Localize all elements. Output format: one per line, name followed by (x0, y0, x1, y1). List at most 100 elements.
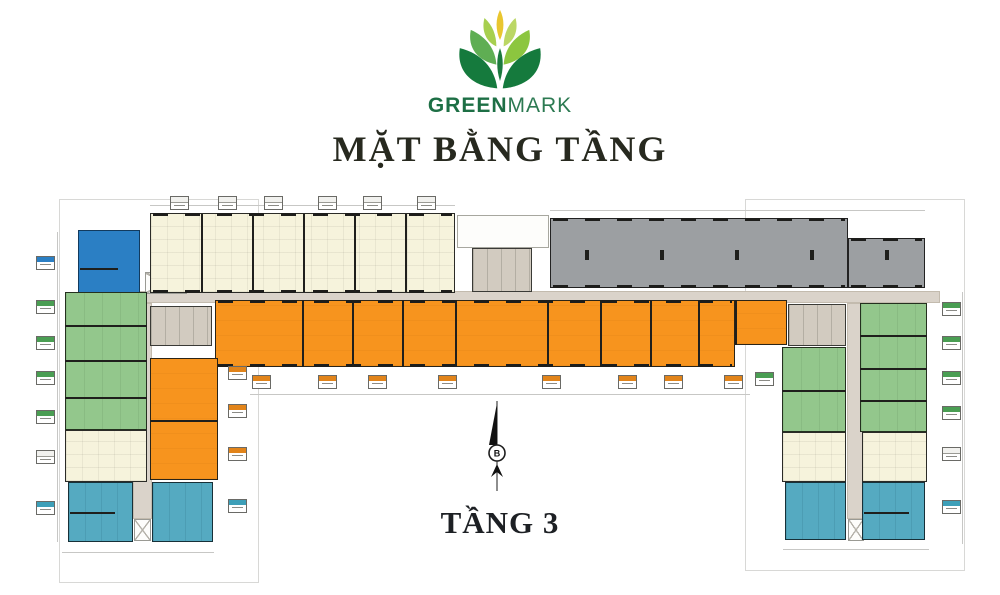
badge-area-value (37, 507, 54, 514)
badge-area-value (37, 377, 54, 384)
unit-area-badge (36, 410, 55, 424)
wall-divider (252, 214, 254, 292)
teal-unit-left-inner (152, 482, 213, 542)
badge-area-value (369, 381, 386, 388)
unit-area-badge (218, 196, 237, 210)
commercial-gray-step (848, 238, 925, 288)
wall-divider (65, 325, 147, 327)
unit-area-badge (264, 196, 283, 210)
stair-right-bottom (848, 519, 864, 541)
core-top (472, 248, 532, 292)
unit-area-badge (36, 371, 55, 385)
badge-color-header (229, 367, 246, 372)
badge-color-header (619, 376, 636, 381)
badge-color-header (37, 451, 54, 457)
core-left-wing (150, 306, 212, 346)
retail-strip-orange-end (735, 300, 787, 345)
wall-divider (70, 512, 115, 514)
unit-area-badge (318, 375, 337, 389)
compass-letter: B (494, 449, 501, 459)
wall-divider (735, 300, 737, 345)
unit-area-badge (664, 375, 683, 389)
unit-area-badge (228, 447, 247, 461)
unit-area-badge (942, 371, 961, 385)
wall-divider (303, 214, 305, 292)
page-title: MẶT BẰNG TẦNG (332, 129, 668, 169)
badge-color-header (943, 448, 960, 454)
unit-area-badge (36, 450, 55, 464)
brand-name-bold: GREEN (427, 94, 508, 117)
badge-area-value (943, 412, 960, 419)
core-right-wing (788, 304, 846, 346)
green-units-right-inner (782, 347, 846, 432)
dimension-line (962, 292, 963, 544)
wall-divider (735, 250, 739, 260)
badge-area-value (229, 372, 246, 379)
badge-area-value (219, 203, 236, 209)
wall-divider (302, 300, 304, 367)
wall-divider (201, 214, 203, 292)
wall-divider (352, 300, 354, 367)
wall-divider (402, 300, 404, 367)
badge-color-header (943, 303, 960, 308)
badge-area-value (943, 342, 960, 349)
badge-area-value (943, 377, 960, 384)
badge-area-value (725, 381, 742, 388)
unit-area-badge (36, 336, 55, 350)
badge-area-value (37, 306, 54, 313)
dimension-line (250, 394, 750, 395)
unit-area-badge (942, 447, 961, 461)
badge-area-value (418, 203, 435, 209)
unit-area-badge (618, 375, 637, 389)
badge-area-value (665, 381, 682, 388)
badge-color-header (229, 405, 246, 410)
badge-area-value (171, 203, 188, 209)
badge-color-header (943, 372, 960, 377)
dimension-line (150, 205, 455, 206)
badge-area-value (265, 203, 282, 209)
wall-divider (860, 335, 927, 337)
badge-color-header (543, 376, 560, 381)
unit-area-badge (724, 375, 743, 389)
wall-divider (650, 300, 652, 367)
unit-area-badge (368, 375, 387, 389)
dimension-line (62, 552, 214, 553)
unit-area-badge (228, 499, 247, 513)
floor-label: TẦNG 3 (440, 505, 560, 540)
badge-color-header (219, 197, 236, 203)
unit-area-badge (942, 302, 961, 316)
retail-strip-orange (215, 300, 735, 367)
survey-grid-frame (745, 199, 965, 571)
wall-divider (864, 512, 909, 514)
unit-area-badge (252, 375, 271, 389)
cream-unit-left (65, 430, 147, 482)
badge-area-value (229, 410, 246, 417)
badge-area-value (943, 454, 960, 460)
badge-area-value (439, 381, 456, 388)
brand-name-light: MARK (507, 94, 573, 117)
badge-area-value (319, 381, 336, 388)
north-compass-icon: B (488, 401, 506, 491)
badge-color-header (943, 337, 960, 342)
unit-area-badge (438, 375, 457, 389)
dimension-line (783, 549, 929, 550)
greenmark-logo-icon (459, 9, 541, 89)
badge-color-header (171, 197, 188, 203)
badge-area-value (37, 342, 54, 349)
badge-color-header (725, 376, 742, 381)
unit-area-badge (942, 406, 961, 420)
badge-color-header (369, 376, 386, 381)
unit-area-badge (36, 256, 55, 270)
wall-divider (585, 250, 589, 260)
orange-units-left-wing (150, 358, 218, 480)
badge-area-value (37, 262, 54, 269)
badge-color-header (37, 502, 54, 507)
badge-color-header (439, 376, 456, 381)
badge-color-header (229, 500, 246, 505)
badge-color-header (37, 372, 54, 377)
wall-divider (65, 397, 147, 399)
unit-area-badge (36, 501, 55, 515)
stair-left-bottom (134, 519, 151, 541)
